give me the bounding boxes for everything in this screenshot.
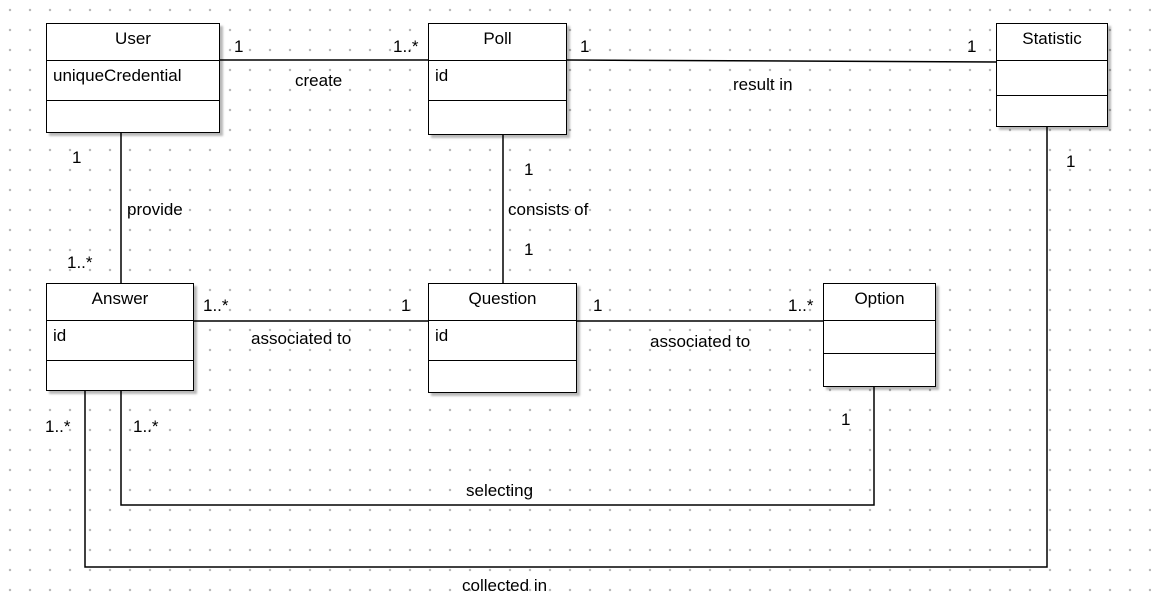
- multiplicity: 1: [72, 148, 82, 167]
- class-operations: [47, 101, 219, 133]
- class-attribute: id: [429, 61, 566, 101]
- class-question[interactable]: Question id: [428, 283, 577, 393]
- multiplicity: 1..*: [45, 417, 71, 436]
- association-label: collected in: [462, 576, 548, 595]
- multiplicity: 1: [593, 296, 603, 315]
- class-attributes-empty: [997, 61, 1107, 96]
- class-option[interactable]: Option: [823, 283, 936, 387]
- class-attributes-empty: [824, 321, 935, 354]
- association-label: provide: [127, 200, 183, 219]
- class-attribute: id: [429, 321, 576, 361]
- association-label: create: [295, 71, 343, 90]
- association-label: associated to: [251, 329, 352, 348]
- association-label: selecting: [466, 481, 534, 500]
- multiplicity: 1..*: [203, 296, 229, 315]
- class-name: User: [47, 24, 219, 61]
- multiplicity: 1: [401, 296, 411, 315]
- class-attribute: id: [47, 321, 193, 361]
- multiplicity: 1: [967, 37, 977, 56]
- multiplicity: 1: [841, 410, 851, 429]
- class-answer[interactable]: Answer id: [46, 283, 194, 391]
- class-operations: [429, 101, 566, 133]
- assoc-poll-statistic[interactable]: [566, 59, 998, 63]
- multiplicity: 1: [580, 37, 590, 56]
- multiplicity: 1..*: [788, 296, 814, 315]
- class-poll[interactable]: Poll id: [428, 23, 567, 135]
- association-label: result in: [733, 75, 793, 94]
- multiplicity: 1: [524, 160, 534, 179]
- class-attribute: uniqueCredential: [47, 61, 219, 101]
- class-user[interactable]: User uniqueCredential: [46, 23, 220, 133]
- class-name: Option: [824, 284, 935, 321]
- association-label: consists of: [508, 200, 589, 219]
- class-name: Answer: [47, 284, 193, 321]
- multiplicity: 1: [524, 240, 534, 259]
- multiplicity: 1..*: [133, 417, 159, 436]
- association-label: associated to: [650, 332, 751, 351]
- class-operations: [824, 354, 935, 386]
- multiplicity: 1: [1066, 152, 1076, 171]
- multiplicity: 1..*: [67, 253, 93, 272]
- class-operations: [429, 361, 576, 393]
- class-name: Question: [429, 284, 576, 321]
- multiplicity: 1..*: [393, 37, 419, 56]
- multiplicity: 1: [234, 37, 244, 56]
- assoc-answer-option[interactable]: [120, 386, 875, 506]
- class-operations: [997, 96, 1107, 128]
- class-name: Statistic: [997, 24, 1107, 61]
- assoc-answer-statistic[interactable]: [84, 127, 1048, 568]
- class-name: Poll: [429, 24, 566, 61]
- class-statistic[interactable]: Statistic: [996, 23, 1108, 127]
- class-operations: [47, 361, 193, 393]
